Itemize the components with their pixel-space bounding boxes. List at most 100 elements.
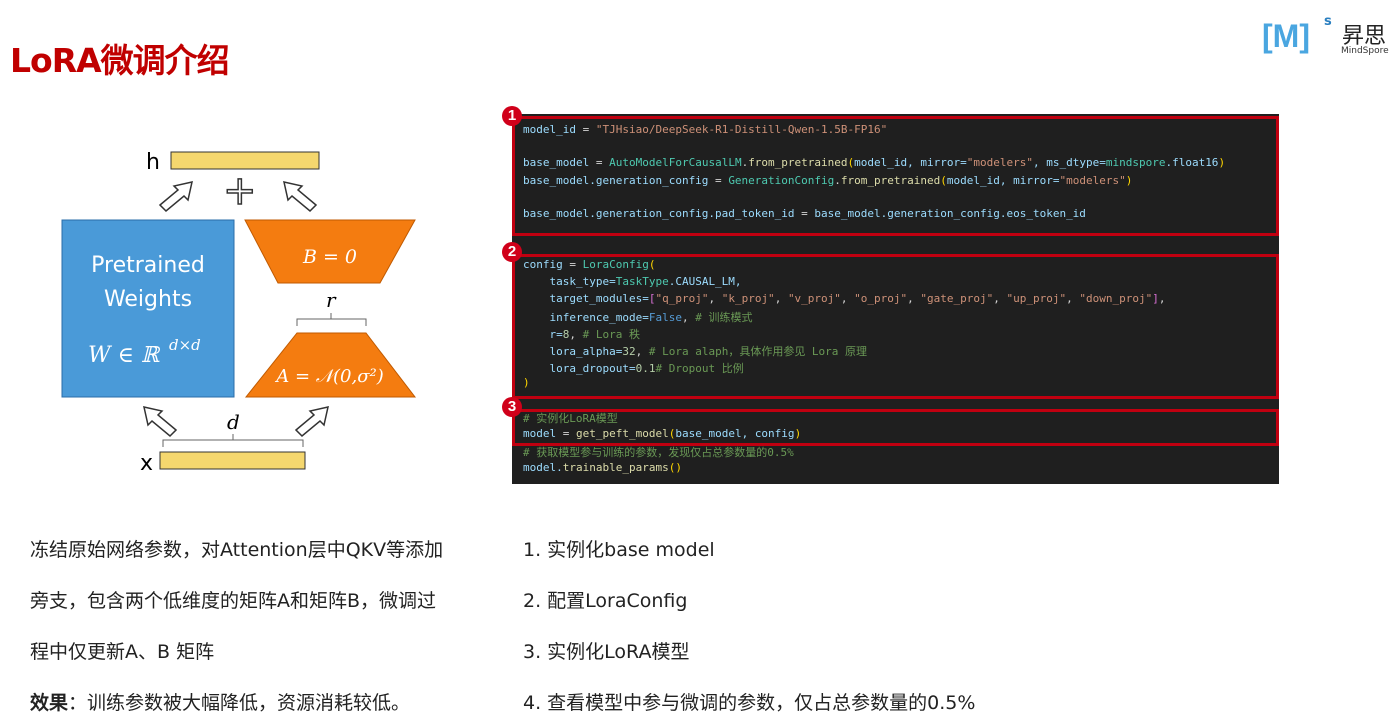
code-token: , — [1158, 292, 1166, 305]
lora-diagram: h + Pretrained Weights W ∈ ℝ d×d B = 0 r… — [61, 150, 417, 476]
code-token: r= — [523, 328, 563, 341]
weights-label: Weights — [104, 287, 192, 312]
d-bracket — [162, 434, 304, 447]
arrow-up-right-icon — [294, 406, 329, 438]
code-token: model — [523, 427, 557, 440]
code-token: ) — [1218, 156, 1226, 169]
code-token: "up_proj" — [1006, 292, 1067, 305]
code-token: GenerationConfig — [728, 174, 835, 187]
code-token: base_model — [523, 156, 590, 169]
code-token: ( — [668, 427, 676, 440]
code-token: AutoModelForCausalLM — [609, 156, 742, 169]
code-token: , — [681, 311, 696, 324]
code-token: ) — [794, 427, 802, 440]
code-line: ) — [523, 376, 530, 389]
code-token: # 获取模型参与训练的参数，发现仅占总参数量的0.5% — [523, 446, 794, 459]
code-token: = — [562, 258, 583, 271]
code-token: target_modules= — [523, 292, 649, 305]
description-line-2: 旁支，包含两个低维度的矩阵A和矩阵B，微调过 — [30, 590, 437, 612]
d-label: d — [227, 410, 240, 434]
step-badge-1: 1 — [502, 106, 522, 126]
code-token: mindspore — [1105, 156, 1166, 169]
logo-mark: [M] — [1262, 18, 1310, 54]
code-token: ) — [523, 376, 530, 389]
a-formula: A = 𝒩(0,σ²) — [274, 366, 384, 387]
code-token: model. — [523, 461, 563, 474]
code-line: base_model = AutoModelForCausalLM.from_p… — [523, 156, 1225, 169]
code-token: 8 — [562, 328, 570, 341]
step-1: 1. 实例化base model — [523, 539, 715, 561]
code-token: [ — [648, 292, 656, 305]
code-token: "q_proj" — [655, 292, 709, 305]
code-token: "k_proj" — [721, 292, 775, 305]
code-token: , — [708, 292, 722, 305]
code-token: , — [774, 292, 788, 305]
code-token: # Dropout 比例 — [655, 362, 744, 375]
mindspore-logo: [M] s 昇思 MindSpore — [1262, 14, 1392, 60]
code-token: "down_proj" — [1079, 292, 1153, 305]
x-label: x — [140, 451, 153, 476]
code-line: task_type=TaskType.CAUSAL_LM, — [523, 275, 742, 288]
code-token: , — [1066, 292, 1080, 305]
code-token: trainable_params — [562, 461, 669, 474]
code-token: () — [668, 461, 682, 474]
code-token: False — [648, 311, 682, 324]
code-line: # 获取模型参与训练的参数，发现仅占总参数量的0.5% — [523, 444, 794, 460]
code-token: get_peft_model — [576, 427, 669, 440]
logo-en: MindSpore — [1341, 46, 1389, 56]
step-2: 2. 配置LoraConfig — [523, 590, 688, 612]
step-badge-3: 3 — [502, 397, 522, 417]
code-token: . — [741, 156, 749, 169]
code-token: "v_proj" — [787, 292, 841, 305]
code-token: , — [907, 292, 921, 305]
arrow-up-left-icon — [143, 406, 178, 438]
h-bar — [170, 151, 320, 170]
h-label: h — [146, 150, 160, 175]
description-line-1: 冻结原始网络参数，对Attention层中QKV等添加 — [30, 539, 444, 561]
code-line: model = get_peft_model(base_model, confi… — [523, 427, 801, 440]
code-token: "gate_proj" — [920, 292, 994, 305]
x-bar — [159, 451, 306, 470]
slide-title: LoRA微调介绍 — [10, 41, 230, 80]
effect-line: 效果：训练参数被大幅降低，资源消耗较低。 — [30, 688, 410, 715]
effect-label: 效果 — [30, 692, 69, 714]
code-line: model.trainable_params() — [523, 461, 682, 474]
code-token: ) — [1125, 174, 1133, 187]
code-line: base_model.generation_config = Generatio… — [523, 174, 1132, 187]
arrows — [143, 181, 329, 438]
code-token: model_id — [523, 123, 576, 136]
code-token: base_model.generation_config — [523, 174, 709, 187]
code-token: lora_alpha= — [523, 345, 623, 358]
code-token: ( — [847, 156, 855, 169]
plus-icon: + — [223, 168, 257, 214]
code-token: lora_dropout= — [523, 362, 636, 375]
step-3: 3. 实例化LoRA模型 — [523, 641, 690, 663]
code-line: # 实例化LoRA模型 — [523, 410, 618, 426]
code-token: , ms_dtype= — [1032, 156, 1106, 169]
code-token: "modelers" — [1059, 174, 1126, 187]
arrow-up-right-icon — [158, 181, 193, 213]
r-label: r — [326, 288, 337, 312]
code-token: , — [569, 328, 583, 341]
code-token: = — [708, 174, 729, 187]
code-token: from_pretrained — [840, 174, 941, 187]
w-formula: W ∈ ℝ — [88, 343, 161, 368]
code-line: model_id = "TJHsiao/DeepSeek-R1-Distill-… — [523, 123, 887, 136]
code-token: .CAUSAL_LM, — [668, 275, 742, 288]
code-token: , — [993, 292, 1007, 305]
b-formula: B = 0 — [302, 246, 357, 268]
code-token: ] — [1152, 292, 1159, 305]
code-token: = — [589, 156, 610, 169]
code-token: = — [575, 123, 596, 136]
code-token: "o_proj" — [854, 292, 908, 305]
step-4: 4. 查看模型中参与微调的参数，仅占总参数量的0.5% — [523, 692, 976, 714]
pretrained-weights-box — [61, 219, 235, 398]
code-token: model_id, mirror= — [946, 174, 1060, 187]
code-token: # 训练模式 — [695, 311, 753, 324]
code-token: base_model, config — [675, 427, 795, 440]
code-line: r=8, # Lora 秩 — [523, 326, 640, 342]
arrow-up-left-icon — [283, 181, 318, 213]
code-token: , — [840, 292, 855, 305]
code-token: = — [556, 427, 576, 440]
